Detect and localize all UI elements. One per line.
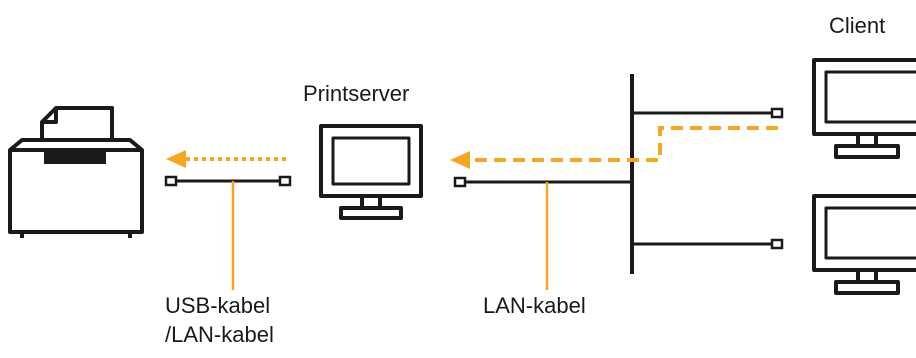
client-bottom-monitor-icon [812, 194, 916, 295]
client-bottom-cable [632, 238, 784, 250]
usb-cable-label: USB-kabel [165, 293, 271, 318]
printer-icon [8, 106, 144, 238]
usb-cable-label-line2: /LAN-kabel [165, 322, 274, 347]
client-top-cable [632, 107, 784, 119]
usb-cable [164, 175, 292, 187]
printserver-label: Printserver [303, 81, 410, 106]
printserver-monitor-icon [319, 124, 423, 220]
lan-cable-label: LAN-kabel [483, 293, 586, 318]
print-flow-arrow-to-printer [166, 150, 286, 168]
lan-cable [453, 176, 632, 188]
client-top-monitor-icon [812, 58, 916, 159]
client-label: Client [829, 13, 886, 38]
print-flow-arrow-to-printserver [450, 126, 778, 169]
